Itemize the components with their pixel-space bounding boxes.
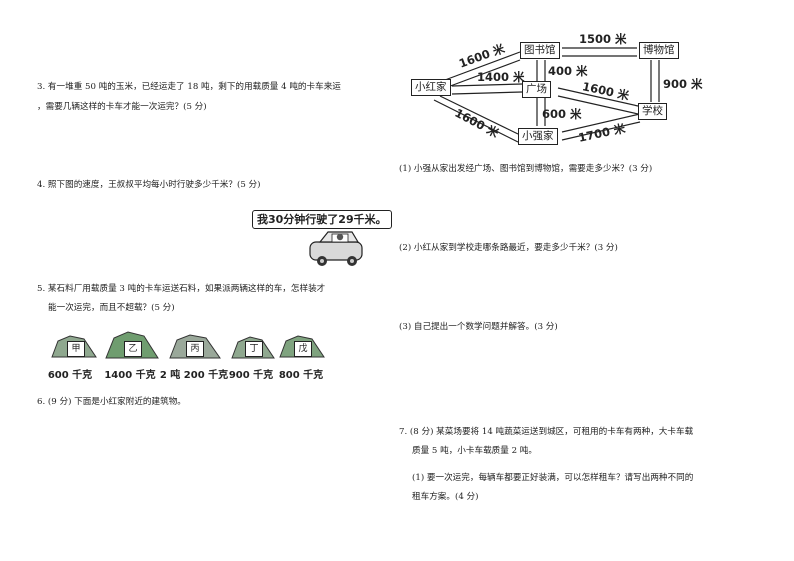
map-roads (433, 47, 660, 143)
node-museum: 博物馆 (639, 42, 679, 59)
rock-tag-jia: 甲 (67, 341, 85, 357)
q6-sub3: (3) 自己提出一个数学问题并解答。(3 分) (399, 322, 558, 332)
q3-line2: ，需要几辆这样的卡车才能一次运完？(5 分) (37, 102, 207, 112)
rock-weight-yi: 1400 千克 (104, 370, 156, 381)
node-xiaohong-home: 小红家 (411, 79, 451, 96)
q3-line1: 3. 有一堆重 50 吨的玉米，已经运走了 18 吨，剩下的用载质量 4 吨的卡… (37, 82, 341, 92)
q7-sub1-line2: 租车方案。(4 分) (412, 492, 479, 502)
node-xiaoqiang-home: 小强家 (518, 128, 558, 145)
dist-museum-school: 900 米 (663, 77, 703, 91)
q7-line2: 质量 5 吨，小卡车载质量 2 吨。 (412, 446, 537, 456)
speech-bubble: 我30分钟行驶了29千米。 (252, 210, 392, 229)
rock-tag-wu: 戊 (294, 341, 312, 357)
q6-text: 6. (9 分) 下面是小红家附近的建筑物。 (37, 397, 186, 407)
rock-tag-yi: 乙 (124, 341, 142, 357)
q5-line1: 5. 某石料厂用载质量 3 吨的卡车运送石料，如果派两辆这样的车，怎样装才 (37, 284, 326, 294)
dist-square-xiaoqiang: 600 米 (542, 107, 582, 121)
rock-tag-bing: 丙 (186, 341, 204, 357)
q4-text: 4. 照下图的速度，王叔叔平均每小时行驶多少千米？(5 分) (37, 180, 261, 190)
rock-weight-wu: 800 千克 (278, 370, 324, 381)
q7-line1: 7. (8 分) 某菜场要将 14 吨蔬菜运送到城区，可租用的卡车有两种，大卡车… (399, 427, 694, 437)
q5-line2: 能一次运完，而且不超载？(5 分) (48, 303, 175, 313)
node-square: 广场 (522, 81, 551, 98)
rock-weight-bing: 2 吨 200 千克 (159, 370, 229, 381)
rock-tag-ding: 丁 (245, 341, 263, 357)
rock-weight-jia: 600 千克 (47, 370, 93, 381)
rock-weight-ding: 900 千克 (228, 370, 274, 381)
dist-xiaohong-square: 1400 米 (477, 70, 525, 84)
dist-library-museum: 1500 米 (579, 32, 627, 46)
node-school: 学校 (638, 103, 667, 120)
q6-sub1: (1) 小强从家出发经广场、图书馆到博物馆，需要走多少米？(3 分) (399, 164, 653, 174)
node-library: 图书馆 (520, 42, 560, 59)
car-illustration (309, 231, 363, 266)
q7-sub1-line1: (1) 要一次运完，每辆车都要正好装满，可以怎样租车？请写出两种不同的 (412, 473, 694, 483)
dist-library-square: 400 米 (548, 64, 588, 78)
q6-sub2: (2) 小红从家到学校走哪条路最近，要走多少千米？(3 分) (399, 243, 618, 253)
